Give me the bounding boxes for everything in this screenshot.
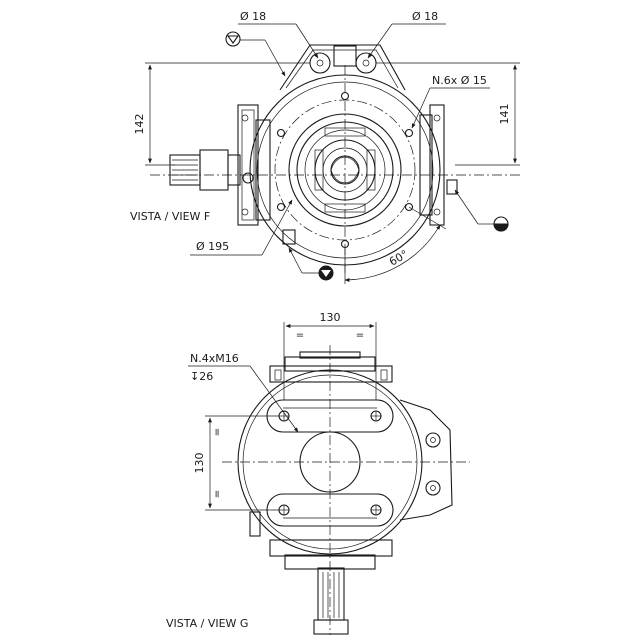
dim-height: 130: [193, 453, 206, 474]
dim-bolt-circle: Ø 195: [196, 240, 229, 253]
level-plug-icon: [493, 216, 509, 232]
fill-plug-icon: [225, 31, 241, 47]
thread-depth: ↧26: [190, 370, 213, 383]
equal-mark-left: =: [296, 330, 304, 341]
view-g-label: VISTA / VIEW G: [166, 617, 248, 630]
view-f: 142 141 Ø 18 Ø 18 N.6x Ø 15: [130, 10, 520, 284]
thread-spec: N.4xM16: [190, 352, 239, 365]
dim-angle: 60°: [387, 248, 410, 269]
drain-plug-icon: [318, 265, 334, 281]
view-g: 130 = = 130 = = N.4xM16 ↧26 VISTA / VIEW…: [166, 311, 470, 635]
dim-holes-6x: N.6x Ø 15: [432, 74, 487, 87]
view-f-label: VISTA / VIEW F: [130, 210, 210, 223]
equal-mark-right: =: [356, 330, 364, 341]
dim-width: 130: [320, 311, 341, 324]
dim-hole-left: Ø 18: [240, 10, 266, 23]
dim-height-right: 141: [498, 104, 511, 125]
dim-hole-right: Ø 18: [412, 10, 438, 23]
dim-height-left: 142: [133, 114, 146, 135]
equal-mark-top: =: [212, 428, 223, 436]
equal-mark-bottom: =: [212, 490, 223, 498]
